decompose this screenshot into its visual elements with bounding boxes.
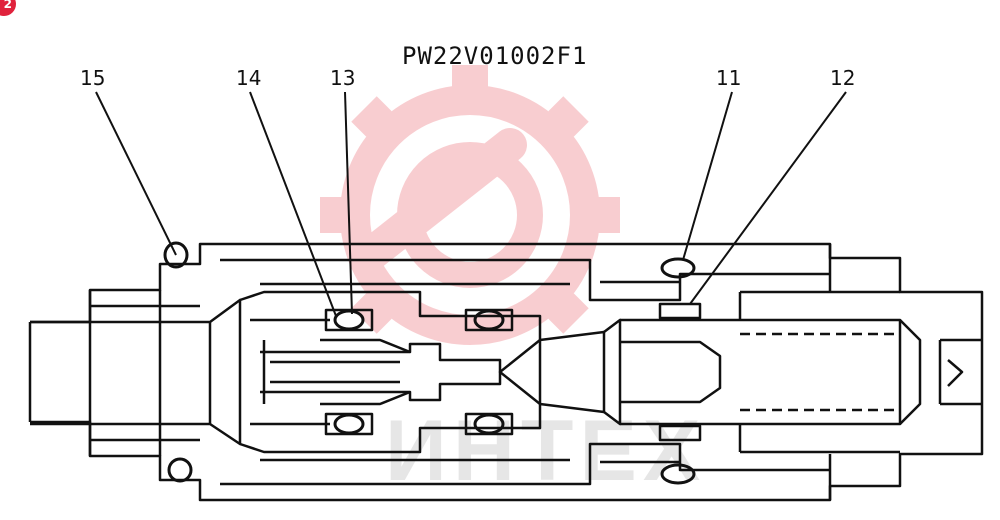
callout-11: 11 [716,66,742,90]
bore [239,290,542,454]
o-rings [163,241,696,485]
callout-13: 13 [330,66,356,90]
callout-14: 14 [236,66,262,90]
callout-12: 12 [830,66,856,90]
inlet-spigot [30,298,242,446]
leader-lines [95,91,847,317]
poppet [498,330,606,414]
callout-15: 15 [80,66,106,90]
piston [620,318,902,426]
right-plug [938,338,982,406]
page-badge: 2 [0,0,16,16]
housing-upper [28,242,984,432]
drawing-code: PW22V01002F1 [402,42,588,70]
left-nut [88,290,200,456]
stem [260,342,502,402]
